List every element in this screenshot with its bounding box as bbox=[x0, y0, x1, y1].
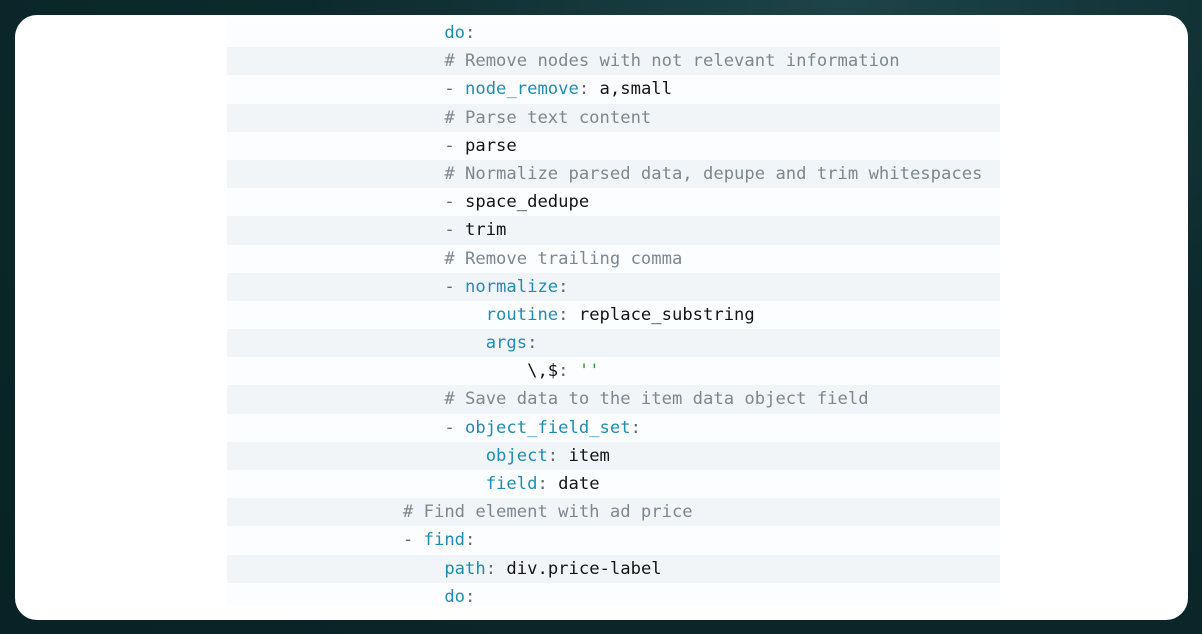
code-line: do: bbox=[227, 19, 1000, 47]
code-line: - parse bbox=[227, 132, 1000, 160]
indent bbox=[227, 136, 444, 156]
code-punctuation: - bbox=[444, 276, 466, 297]
code-line: - normalize: bbox=[227, 272, 1000, 301]
indent bbox=[227, 23, 444, 43]
code-line: do: bbox=[227, 583, 1000, 606]
code-punctuation: : bbox=[527, 333, 538, 354]
indent bbox=[227, 79, 444, 99]
code-value: item bbox=[568, 445, 610, 466]
indent bbox=[227, 389, 444, 409]
code-line: - node_remove: a,small bbox=[227, 75, 1000, 103]
indent bbox=[227, 249, 444, 269]
code-key: node_remove bbox=[465, 79, 579, 100]
indent bbox=[227, 192, 444, 212]
code-punctuation: : bbox=[537, 474, 559, 494]
code-punctuation: - bbox=[444, 220, 466, 241]
code-value: \,$ bbox=[527, 361, 559, 382]
code-value: replace_substring bbox=[578, 304, 755, 325]
code-line: # Remove nodes with not relevant informa… bbox=[227, 47, 1000, 76]
code-string: '' bbox=[578, 361, 600, 382]
indent bbox=[227, 446, 486, 466]
indent bbox=[227, 418, 444, 438]
indent bbox=[227, 587, 444, 606]
code-punctuation: : bbox=[485, 558, 507, 579]
code-key: normalize bbox=[465, 276, 559, 297]
indent bbox=[227, 333, 486, 353]
indent bbox=[227, 108, 444, 128]
code-value: trim bbox=[465, 220, 507, 241]
code-key: field bbox=[485, 474, 538, 494]
indent bbox=[227, 220, 444, 240]
indent bbox=[227, 502, 403, 522]
code-key: object_field_set bbox=[465, 417, 631, 438]
code-comment: # Normalize parsed data, depupe and trim… bbox=[444, 163, 983, 184]
code-line: - find: bbox=[227, 526, 1000, 554]
code-comment: # Remove nodes with not relevant informa… bbox=[444, 51, 900, 72]
code-punctuation: - bbox=[444, 79, 466, 100]
code-line: - trim bbox=[227, 216, 1000, 245]
code-key: args bbox=[485, 333, 528, 354]
code-punctuation: - bbox=[444, 417, 466, 438]
code-line: - space_dedupe bbox=[227, 188, 1000, 216]
code-punctuation: : bbox=[630, 417, 641, 438]
code-line: object: item bbox=[227, 441, 1000, 470]
code-value: space_dedupe bbox=[465, 192, 590, 213]
code-value: parse bbox=[465, 135, 517, 156]
code-block: do: # Remove nodes with not relevant inf… bbox=[227, 19, 1000, 606]
code-line: \,$: '' bbox=[227, 357, 1000, 385]
code-value: div.price-label bbox=[506, 558, 662, 579]
indent bbox=[227, 559, 444, 579]
code-key: do bbox=[444, 586, 466, 606]
indent bbox=[227, 361, 527, 381]
code-value: a,small bbox=[599, 79, 672, 100]
code-punctuation: : bbox=[558, 361, 579, 382]
code-line: # Save data to the item data object fiel… bbox=[227, 385, 1000, 414]
code-line: # Parse text content bbox=[227, 103, 1000, 132]
code-punctuation: : bbox=[465, 23, 476, 43]
code-comment: # Remove trailing comma bbox=[444, 248, 683, 269]
code-line: routine: replace_substring bbox=[227, 301, 1000, 329]
code-line: path: div.price-label bbox=[227, 554, 1000, 583]
code-key: routine bbox=[485, 304, 559, 325]
code-punctuation: - bbox=[444, 135, 466, 156]
code-comment: # Save data to the item data object fiel… bbox=[444, 389, 869, 410]
code-punctuation: : bbox=[465, 530, 476, 551]
code-punctuation: : bbox=[558, 304, 579, 325]
code-key: find bbox=[423, 530, 466, 551]
code-value: date bbox=[558, 474, 600, 494]
code-punctuation: : bbox=[547, 445, 569, 466]
indent bbox=[227, 164, 444, 184]
code-line: field: date bbox=[227, 470, 1000, 498]
code-key: do bbox=[444, 23, 466, 43]
code-key: object bbox=[485, 445, 548, 466]
indent bbox=[227, 530, 403, 550]
indent bbox=[227, 51, 444, 71]
code-comment: # Find element with ad price bbox=[402, 502, 693, 523]
code-punctuation: : bbox=[465, 586, 476, 606]
code-line: args: bbox=[227, 329, 1000, 358]
code-punctuation: - bbox=[444, 192, 466, 213]
indent bbox=[227, 474, 486, 494]
code-line: # Normalize parsed data, depupe and trim… bbox=[227, 159, 1000, 189]
indent bbox=[227, 305, 486, 325]
code-key: path bbox=[444, 558, 486, 579]
code-line: # Remove trailing comma bbox=[227, 245, 1000, 273]
code-punctuation: : bbox=[578, 79, 600, 100]
code-line: - object_field_set: bbox=[227, 414, 1000, 442]
content-card: do: # Remove nodes with not relevant inf… bbox=[15, 15, 1188, 620]
code-comment: # Parse text content bbox=[444, 107, 652, 128]
code-line: # Find element with ad price bbox=[227, 498, 1000, 527]
code-punctuation: - bbox=[402, 530, 424, 551]
indent bbox=[227, 277, 444, 297]
code-punctuation: : bbox=[558, 276, 569, 297]
